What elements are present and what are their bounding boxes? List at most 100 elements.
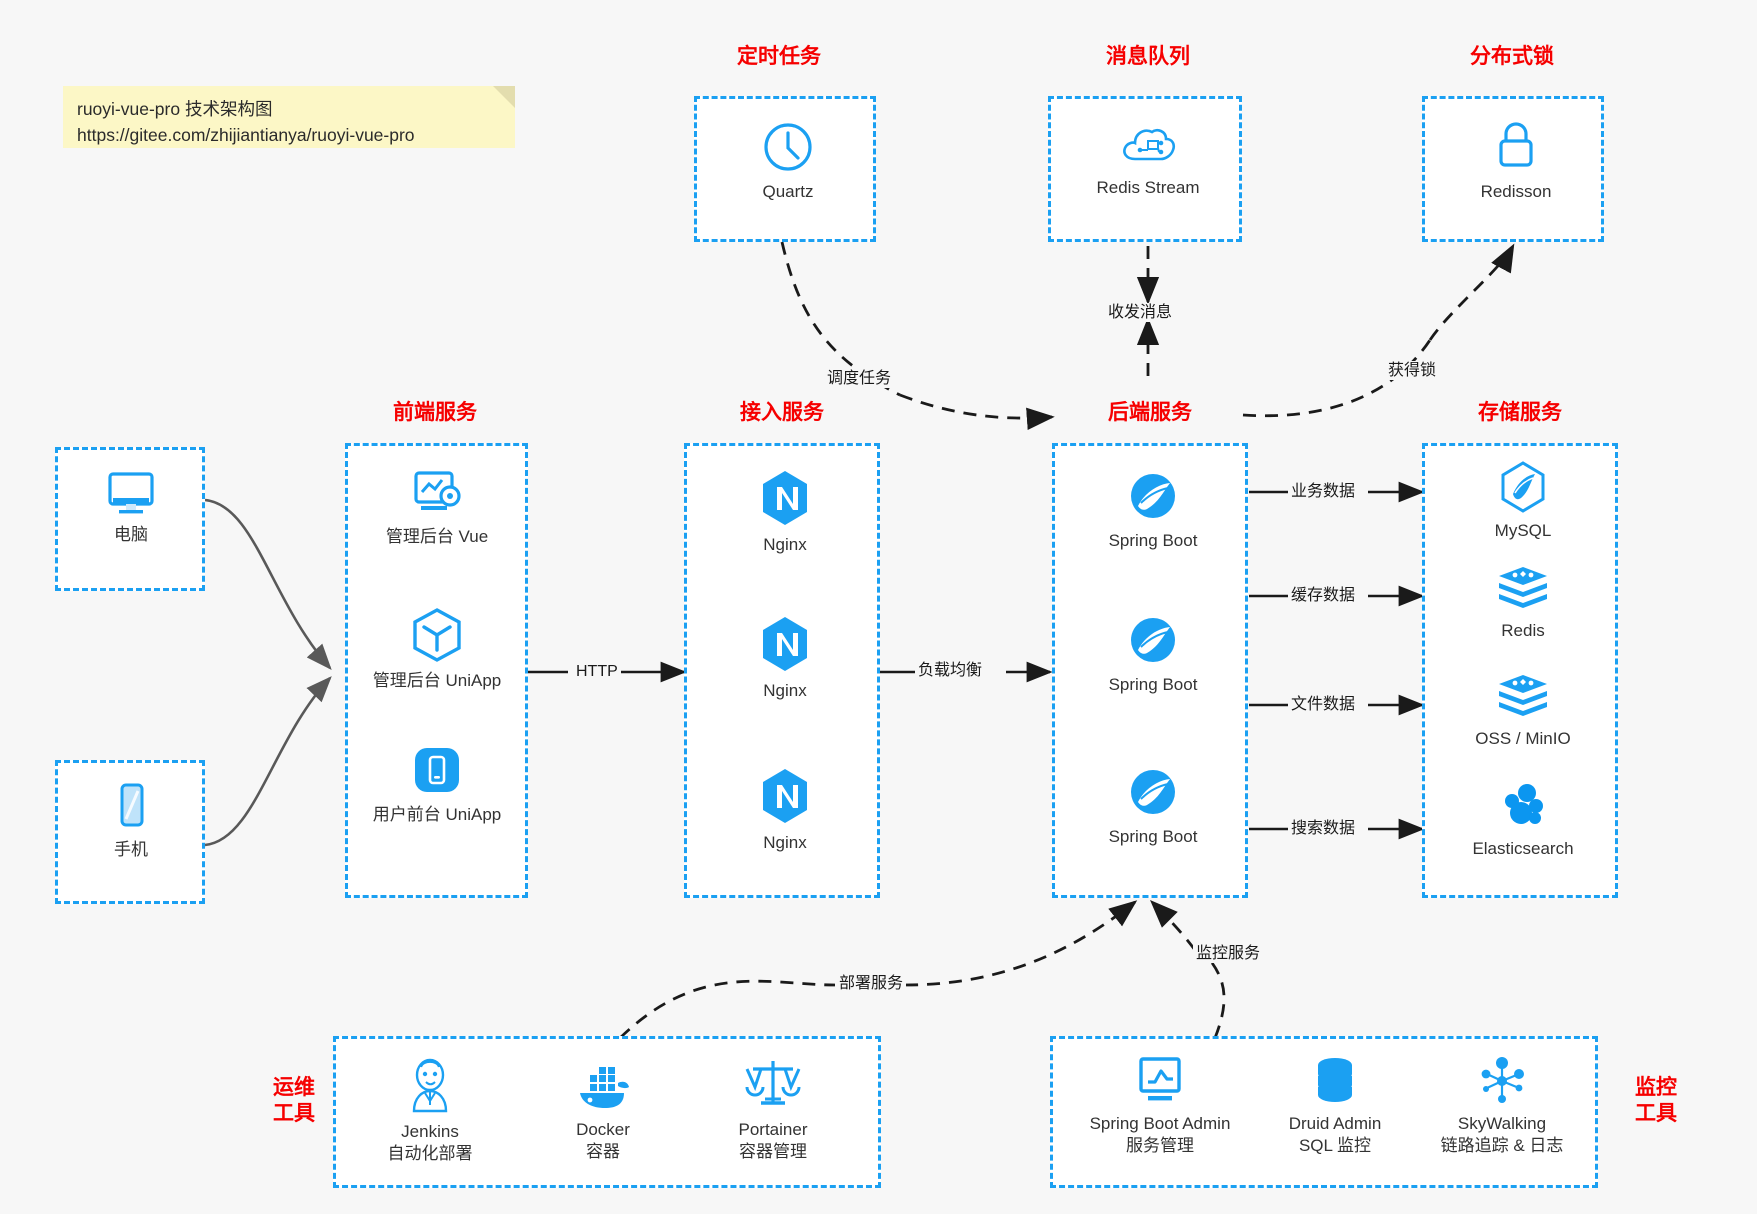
node-spring-boot-admin[interactable]: Spring Boot Admin 服务管理 xyxy=(1065,1055,1255,1158)
group-title-monitor-line1: 监控 xyxy=(1635,1076,1677,1099)
mysql-dolphin-icon xyxy=(1448,460,1598,514)
node-sublabel: SQL 监控 xyxy=(1298,1136,1372,1156)
node-label: Docker xyxy=(576,1120,630,1139)
note-url: https://gitee.com/zhijiantianya/ruoyi-vu… xyxy=(77,125,415,146)
node-nginx-1[interactable]: Nginx xyxy=(710,468,860,556)
note-fold-corner xyxy=(493,86,515,108)
node-sublabel: 链路追踪 & 日志 xyxy=(1440,1136,1564,1156)
group-title-backend: 后端服务 xyxy=(1108,401,1192,424)
group-title-frontend: 前端服务 xyxy=(393,401,477,424)
node-label: Nginx xyxy=(763,535,807,554)
group-title-gateway: 接入服务 xyxy=(740,401,824,424)
node-label: Jenkins xyxy=(401,1122,459,1141)
group-title-devops: 运维 工具 xyxy=(258,1075,330,1128)
group-title-devops-line1: 运维 xyxy=(273,1076,315,1099)
group-box-frontend: 管理后台 Vue 管理后台 UniApp 用户前台 UniApp xyxy=(345,443,528,898)
spring-boot-icon xyxy=(1078,468,1228,524)
docker-whale-icon xyxy=(524,1055,682,1113)
dashboard-settings-icon xyxy=(362,468,512,520)
edge-label-business-data: 业务数据 xyxy=(1288,482,1359,502)
network-nodes-icon xyxy=(1413,1055,1591,1107)
edge-label-send-receive-message: 收发消息 xyxy=(1105,303,1176,323)
node-label: Spring Boot xyxy=(1108,531,1198,550)
group-box-lock: Redisson xyxy=(1422,96,1604,242)
node-spring-boot-1[interactable]: Spring Boot xyxy=(1078,468,1228,552)
group-box-client-desktop: 电脑 xyxy=(55,447,205,591)
edge-label-search-data: 搜索数据 xyxy=(1288,819,1359,839)
node-label: Quartz xyxy=(762,182,814,201)
spring-boot-icon xyxy=(1078,612,1228,668)
group-box-devops: Jenkins 自动化部署 Docker xyxy=(333,1036,881,1188)
group-box-client-mobile: 手机 xyxy=(55,760,205,904)
edge-label-http: HTTP xyxy=(573,662,621,682)
group-title-monitor-line2: 工具 xyxy=(1635,1102,1677,1126)
node-sublabel: 容器 xyxy=(586,1142,620,1162)
node-sublabel: 自动化部署 xyxy=(387,1144,473,1164)
group-box-monitor: Spring Boot Admin 服务管理 Druid Admin SQL 监… xyxy=(1050,1036,1598,1188)
edge-label-file-data: 文件数据 xyxy=(1288,695,1359,715)
node-druid-admin[interactable]: Druid Admin SQL 监控 xyxy=(1255,1055,1415,1158)
node-nginx-2[interactable]: Nginx xyxy=(710,614,860,702)
group-box-scheduler: Quartz xyxy=(694,96,876,242)
scales-balance-icon xyxy=(694,1055,852,1113)
node-docker[interactable]: Docker 容器 xyxy=(524,1055,682,1164)
node-label: Portainer xyxy=(738,1120,808,1139)
node-mysql[interactable]: MySQL xyxy=(1448,460,1598,542)
node-label: 电脑 xyxy=(114,525,148,544)
node-label: SkyWalking xyxy=(1457,1114,1547,1133)
edge-label-acquire-lock: 获得锁 xyxy=(1385,361,1440,381)
node-desktop[interactable]: 电脑 xyxy=(58,468,204,546)
node-label: 手机 xyxy=(114,840,148,859)
node-sublabel: 服务管理 xyxy=(1126,1136,1194,1156)
node-label: OSS / MinIO xyxy=(1475,729,1571,748)
jenkins-butler-icon xyxy=(351,1055,509,1115)
spring-boot-icon xyxy=(1078,764,1228,820)
mobile-app-icon xyxy=(362,742,512,798)
node-redis-stream[interactable]: Redis Stream xyxy=(1073,119,1223,199)
clock-icon xyxy=(713,119,863,175)
node-label: Nginx xyxy=(763,833,807,852)
edge-label-deploy-service: 部署服务 xyxy=(836,974,907,994)
node-mobile[interactable]: 手机 xyxy=(58,781,204,861)
database-cylinder-icon xyxy=(1255,1055,1415,1107)
group-title-scheduler: 定时任务 xyxy=(737,45,821,68)
group-title-mq: 消息队列 xyxy=(1106,45,1190,68)
node-admin-uniapp[interactable]: 管理后台 UniApp xyxy=(362,606,512,692)
node-spring-boot-2[interactable]: Spring Boot xyxy=(1078,612,1228,696)
node-redis[interactable]: Redis xyxy=(1448,564,1598,642)
group-title-devops-line2: 工具 xyxy=(273,1102,315,1126)
node-label: 用户前台 UniApp xyxy=(372,805,502,824)
node-label: Elasticsearch xyxy=(1472,839,1574,858)
node-elasticsearch[interactable]: Elasticsearch xyxy=(1448,780,1598,860)
node-admin-vue[interactable]: 管理后台 Vue xyxy=(362,468,512,548)
group-title-storage: 存储服务 xyxy=(1478,401,1562,424)
group-title-monitor: 监控 工具 xyxy=(1620,1075,1692,1128)
node-user-uniapp[interactable]: 用户前台 UniApp xyxy=(362,742,512,826)
node-spring-boot-3[interactable]: Spring Boot xyxy=(1078,764,1228,848)
node-label: Redisson xyxy=(1480,182,1552,201)
mobile-phone-icon xyxy=(58,781,204,833)
node-portainer[interactable]: Portainer 容器管理 xyxy=(694,1055,852,1164)
group-box-backend: Spring Boot Spring Boot Spring Boot xyxy=(1052,443,1248,898)
node-skywalking[interactable]: SkyWalking 链路追踪 & 日志 xyxy=(1413,1055,1591,1158)
node-label: 管理后台 Vue xyxy=(385,527,489,546)
node-label: MySQL xyxy=(1494,521,1552,540)
node-redisson[interactable]: Redisson xyxy=(1441,117,1591,203)
edge-label-cache-data: 缓存数据 xyxy=(1288,586,1359,606)
node-label: Spring Boot xyxy=(1108,675,1198,694)
node-nginx-3[interactable]: Nginx xyxy=(710,766,860,854)
node-quartz[interactable]: Quartz xyxy=(713,119,863,203)
note-title: ruoyi-vue-pro 技术架构图 xyxy=(77,99,273,119)
nginx-icon xyxy=(710,766,860,826)
node-oss-minio[interactable]: OSS / MinIO xyxy=(1448,672,1598,750)
node-label: Spring Boot Admin xyxy=(1089,1114,1231,1133)
group-box-storage: MySQL Redis xyxy=(1422,443,1618,898)
nginx-icon xyxy=(710,614,860,674)
desktop-monitor-icon xyxy=(58,468,204,518)
node-jenkins[interactable]: Jenkins 自动化部署 xyxy=(351,1055,509,1166)
group-box-gateway: Nginx Nginx Nginx xyxy=(684,443,880,898)
group-title-lock: 分布式锁 xyxy=(1470,45,1554,68)
cloud-network-icon xyxy=(1073,119,1223,171)
monitor-chart-icon xyxy=(1065,1055,1255,1107)
